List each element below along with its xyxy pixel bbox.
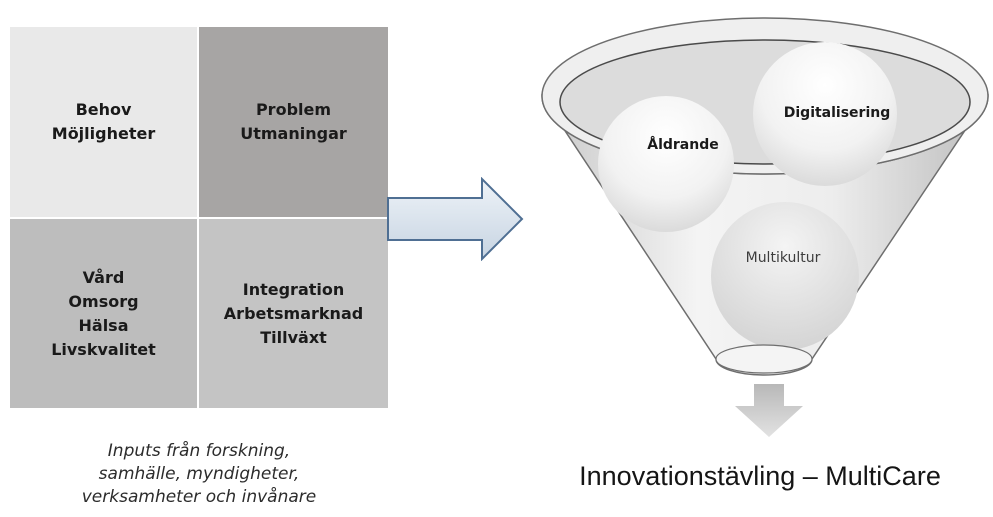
- inputs-caption: Inputs från forskning, samhälle, myndigh…: [10, 440, 388, 509]
- quadrant-line: Möjligheter: [51, 124, 156, 143]
- caption-line: Inputs från forskning,: [107, 441, 291, 461]
- ball-label-digitalisering: Digitalisering: [783, 105, 891, 121]
- ball-label-multikultur: Multikultur: [745, 250, 821, 266]
- quadrant-line: Utmaningar: [240, 124, 347, 143]
- quadrant-problems: Problem Utmaningar: [199, 27, 388, 217]
- funnel-outlet: [715, 344, 813, 374]
- quadrant-line: Arbetsmarknad: [223, 303, 364, 323]
- ball-label-aldrande: Åldrande: [647, 137, 719, 153]
- right-arrow-icon: [387, 177, 524, 261]
- quadrant-line: Livskvalitet: [51, 339, 156, 359]
- quadrant-line: Tillväxt: [260, 327, 327, 347]
- funnel-diagram: [541, 17, 989, 376]
- ball-aldrande: [598, 96, 734, 232]
- quadrant-line: Vård: [82, 267, 125, 287]
- down-arrow-icon: [735, 384, 803, 437]
- quadrant-line: Problem: [255, 100, 332, 119]
- quadrant-integration: Integration Arbetsmarknad Tillväxt: [199, 219, 388, 408]
- result-title: Innovationstävling – MultiCare: [579, 461, 941, 491]
- quadrant-line: Hälsa: [78, 315, 129, 335]
- quadrant-line: Behov: [75, 100, 132, 119]
- caption-line: samhälle, myndigheter,: [98, 464, 300, 484]
- caption-line: verksamheter och invånare: [81, 487, 317, 507]
- quadrant-line: Omsorg: [68, 291, 139, 311]
- quadrant-care: Vård Omsorg Hälsa Livskvalitet: [10, 219, 197, 408]
- ball-multikultur: [711, 202, 859, 350]
- quadrant-line: Integration: [242, 279, 345, 299]
- input-grid: Behov Möjligheter Problem Utmaningar Vår…: [10, 27, 388, 408]
- quadrant-needs: Behov Möjligheter: [10, 27, 197, 217]
- ball-digitalisering: [753, 42, 897, 186]
